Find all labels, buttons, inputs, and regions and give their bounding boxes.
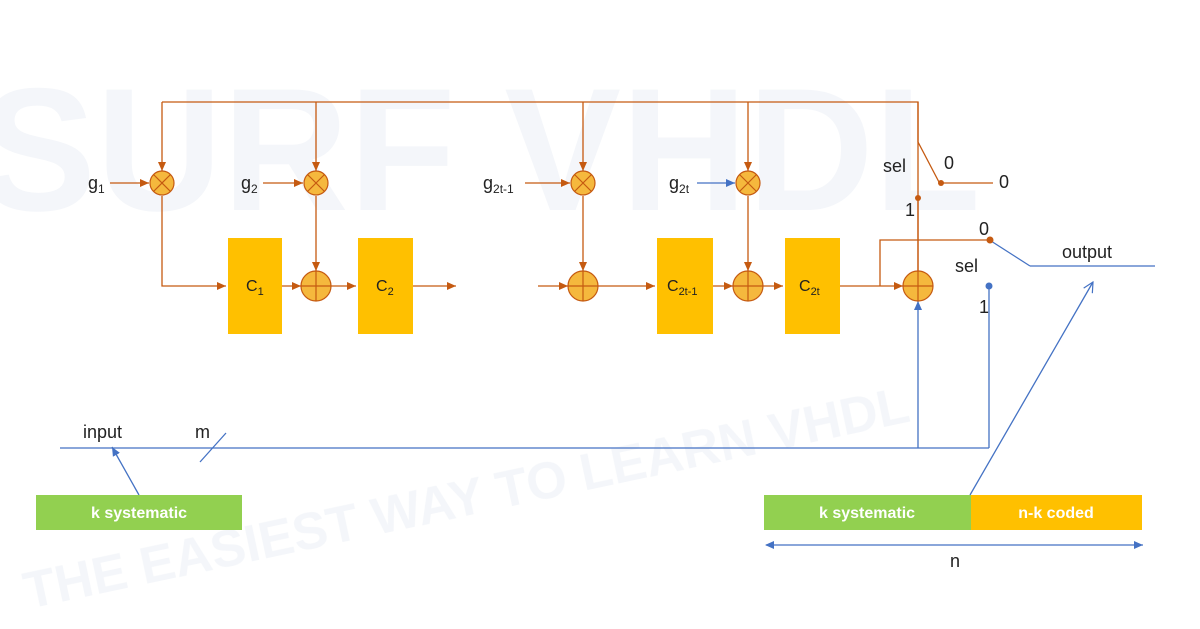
multiply-icon <box>149 170 175 196</box>
mux-out-switch <box>990 240 1031 267</box>
register-c2t-1 <box>657 238 713 334</box>
mux-out-input0-dot <box>986 236 994 244</box>
adders <box>300 270 934 302</box>
watermark: SURF VHDL THE EASIEST WAY TO LEARN VHDL <box>0 53 981 621</box>
adder-icon <box>732 270 764 302</box>
output-block: k systematic n-k coded n <box>764 495 1142 571</box>
mux-top-output-label: 0 <box>999 172 1009 192</box>
output-label: output <box>1062 242 1112 262</box>
output-systematic-label: k systematic <box>819 505 915 522</box>
multiply-icon <box>303 170 329 196</box>
mux-top-input0-label: 0 <box>944 153 954 173</box>
mux-top-input1-label: 1 <box>905 200 915 220</box>
input-block: k systematic <box>36 495 242 530</box>
output-annotation-arrow <box>969 282 1093 496</box>
register-label-c2t: C2t <box>799 278 820 298</box>
register-label-c2t-1: C2t-1 <box>667 278 698 298</box>
codeword-length-label: n <box>950 551 960 571</box>
mux-top-sel-label: sel <box>883 156 906 176</box>
input-label: input <box>83 422 122 442</box>
mux-top-input0 <box>917 102 941 185</box>
coef-g2t-1: g2t-1 <box>483 173 514 196</box>
mux-top-input1-dot <box>915 195 921 201</box>
multipliers <box>149 170 761 196</box>
register-labels: C1 C2 C2t-1 C2t <box>246 278 820 298</box>
c2t-to-mux-out <box>879 239 989 286</box>
bus-width-label: m <box>195 422 210 442</box>
adder-icon <box>300 270 332 302</box>
input-systematic-bar <box>36 495 242 530</box>
register-c2t <box>785 238 840 334</box>
register-c1 <box>228 238 282 334</box>
mux-out-input1-dot <box>985 282 993 290</box>
multiply-icon <box>570 170 596 196</box>
bus-width-slash <box>199 432 227 463</box>
orange-wires <box>110 101 993 290</box>
mult1-to-c1 <box>161 196 226 290</box>
output-systematic-bar <box>764 495 971 530</box>
input-systematic-label: k systematic <box>91 505 187 522</box>
mux-out-sel-label: sel <box>955 256 978 276</box>
register-label-c1: C1 <box>246 278 264 298</box>
output-coded-label: n-k coded <box>1018 505 1094 522</box>
output-coded-bar <box>971 495 1142 530</box>
blue-wires <box>60 179 1155 549</box>
register-label-c2: C2 <box>376 278 394 298</box>
watermark-logo: SURF VHDL <box>0 53 981 248</box>
adder-icon <box>902 270 934 302</box>
input-annotation-arrow <box>111 446 140 496</box>
coef-g2: g2 <box>241 173 258 196</box>
mux-out-input1-label: 1 <box>979 297 989 317</box>
registers <box>228 238 840 334</box>
mux-out-input0-label: 0 <box>979 219 989 239</box>
register-c2 <box>358 238 413 334</box>
multiply-icon <box>735 170 761 196</box>
adder-icon <box>567 270 599 302</box>
coef-g1: g1 <box>88 173 105 196</box>
coef-g2t: g2t <box>669 173 690 196</box>
coefficient-labels: g1 g2 g2t-1 g2t <box>88 173 690 196</box>
mux-top-contact <box>938 180 944 186</box>
